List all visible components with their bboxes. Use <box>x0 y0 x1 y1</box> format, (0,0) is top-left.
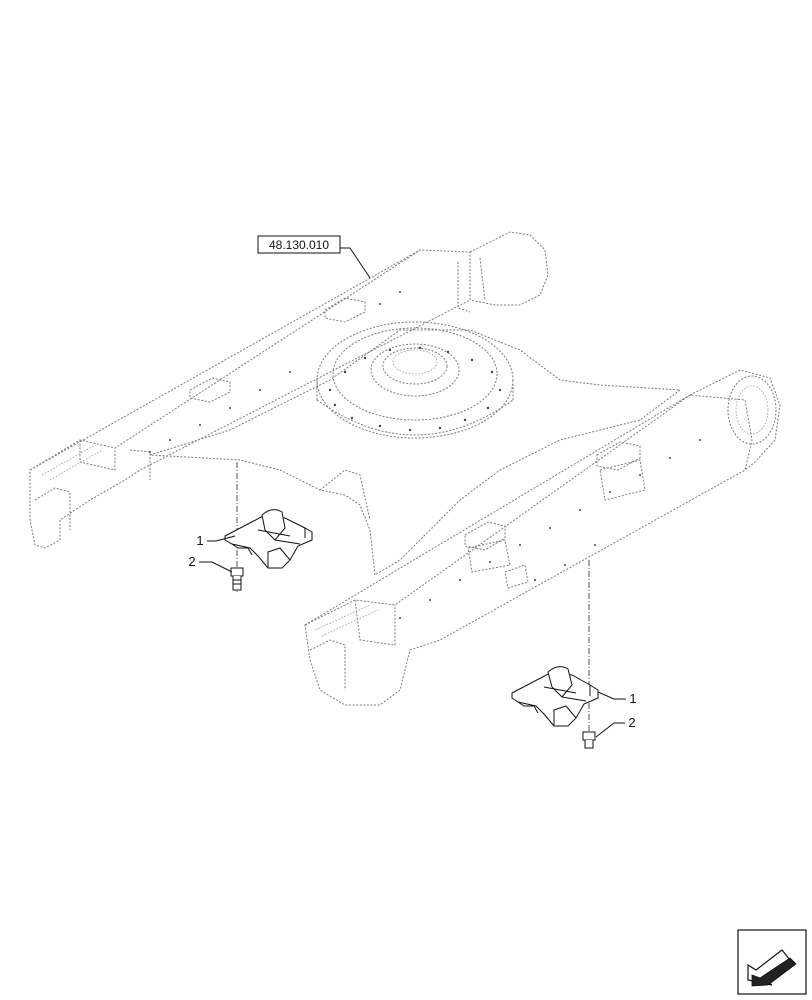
callout-right-bolt[interactable]: 2 <box>595 715 636 738</box>
reference-leader-line <box>340 247 371 279</box>
reference-label[interactable]: 48.130.010 <box>257 235 371 279</box>
bolt-right[interactable] <box>582 731 596 749</box>
callout-right-bracket[interactable]: 1 <box>597 691 637 706</box>
next-page-arrow-icon[interactable] <box>737 929 807 995</box>
track-guard-bracket-right[interactable] <box>511 666 599 727</box>
bolt-left[interactable] <box>230 567 244 591</box>
callout-label: 1 <box>196 533 203 548</box>
undercarriage-frame <box>29 231 781 706</box>
track-guard-bracket-left[interactable] <box>224 509 313 569</box>
callout-left-bracket[interactable]: 1 <box>196 533 236 548</box>
frame-bolt-holes <box>149 291 701 619</box>
callout-left-bolt[interactable]: 2 <box>188 554 233 573</box>
callout-label: 1 <box>629 691 636 706</box>
reference-code-text: 48.130.010 <box>269 238 329 252</box>
callout-label: 2 <box>188 554 195 569</box>
callout-label: 2 <box>628 715 635 730</box>
